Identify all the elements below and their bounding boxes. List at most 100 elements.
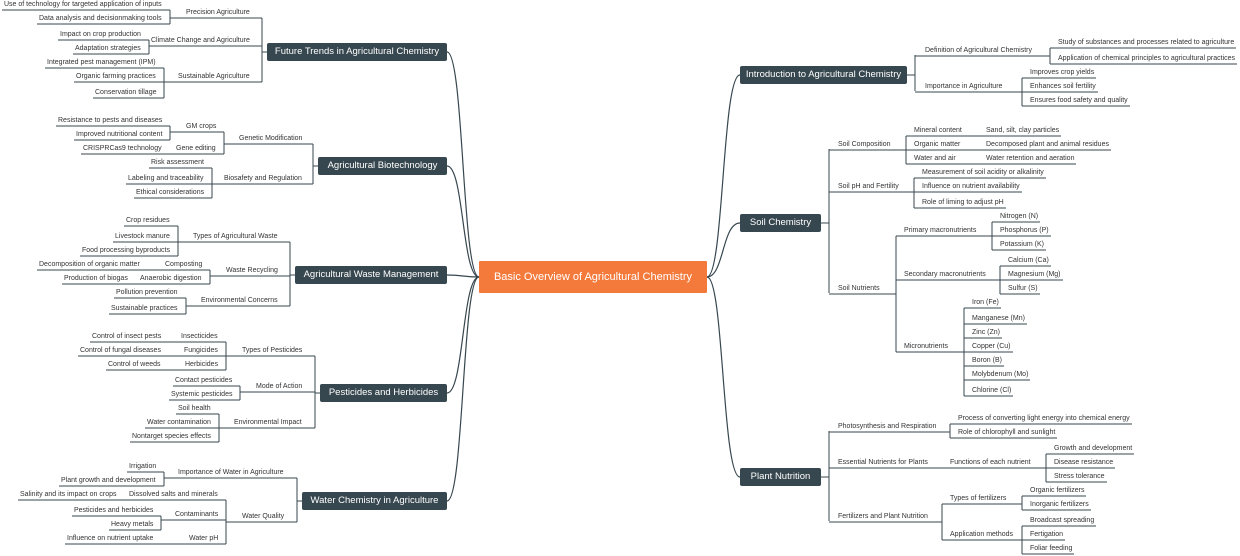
leaf-potassium-k[interactable]: Potassium (K) — [1000, 241, 1044, 248]
leaf-boron-b[interactable]: Boron (B) — [972, 357, 1002, 364]
leaf-copper-cu[interactable]: Copper (Cu) — [972, 343, 1011, 350]
subtopic-environmental-impact[interactable]: Environmental Impact — [234, 419, 302, 426]
leaf-risk-assessment[interactable]: Risk assessment — [151, 159, 204, 166]
leaf-pesticides-and-herbicides[interactable]: Pesticides and herbicides — [74, 507, 154, 514]
leaf-process-of-converting-light-energy-into-chemical-energy[interactable]: Process of converting light energy into … — [958, 415, 1130, 422]
leaf-sustainable-practices[interactable]: Sustainable practices — [111, 305, 178, 312]
subtopic-soil-composition[interactable]: Soil Composition — [838, 141, 891, 148]
leaf-organic-fertilizers[interactable]: Organic fertilizers — [1030, 487, 1085, 494]
branch-future-trends-in-agricultural-chemistry[interactable]: Future Trends in Agricultural Chemistry — [267, 43, 447, 61]
leaf-micronutrients[interactable]: Micronutrients — [904, 343, 948, 350]
branch-soil-chemistry[interactable]: Soil Chemistry — [740, 214, 821, 232]
subtopic-types-of-agricultural-waste[interactable]: Types of Agricultural Waste — [193, 233, 278, 240]
branch-introduction-to-agricultural-chemistry[interactable]: Introduction to Agricultural Chemistry — [740, 66, 907, 84]
subtopic-soil-ph-and-fertility[interactable]: Soil pH and Fertility — [838, 183, 899, 190]
leaf-control-of-fungal-diseases[interactable]: Control of fungal diseases — [80, 347, 161, 354]
leaf-gm-crops[interactable]: GM crops — [186, 123, 217, 130]
leaf-herbicides[interactable]: Herbicides — [185, 361, 219, 368]
leaf-iron-fe[interactable]: Iron (Fe) — [972, 299, 999, 306]
leaf-plant-growth-and-development[interactable]: Plant growth and development — [61, 477, 156, 484]
subtopic-precision-agriculture[interactable]: Precision Agriculture — [186, 9, 250, 16]
leaf-nitrogen-n[interactable]: Nitrogen (N) — [1000, 213, 1039, 220]
leaf-measurement-of-soil-acidity-or-alkalinity[interactable]: Measurement of soil acidity or alkalinit… — [922, 169, 1044, 176]
leaf-water-retention-and-aeration[interactable]: Water retention and aeration — [986, 155, 1075, 162]
leaf-resistance-to-pests-and-diseases[interactable]: Resistance to pests and diseases — [58, 117, 163, 124]
leaf-primary-macronutrients[interactable]: Primary macronutrients — [904, 227, 977, 234]
leaf-influence-on-nutrient-uptake[interactable]: Influence on nutrient uptake — [67, 535, 154, 542]
leaf-livestock-manure[interactable]: Livestock manure — [115, 233, 170, 240]
branch-agricultural-waste-management[interactable]: Agricultural Waste Management — [295, 266, 447, 284]
leaf-conservation-tillage[interactable]: Conservation tillage — [95, 89, 157, 96]
leaf-fungicides[interactable]: Fungicides — [184, 347, 218, 354]
subtopic-water-quality[interactable]: Water Quality — [242, 513, 285, 520]
leaf-application-of-chemical-principles-to-agricultural-practices[interactable]: Application of chemical principles to ag… — [1058, 55, 1236, 62]
leaf-inorganic-fertilizers[interactable]: Inorganic fertilizers — [1030, 501, 1089, 508]
subtopic-environmental-concerns[interactable]: Environmental Concerns — [201, 297, 278, 304]
leaf-ethical-considerations[interactable]: Ethical considerations — [136, 189, 205, 196]
leaf-use-of-technology-for-targeted-application-of-inputs[interactable]: Use of technology for targeted applicati… — [4, 1, 162, 8]
leaf-crop-residues[interactable]: Crop residues — [126, 217, 170, 224]
leaf-types-of-fertilizers[interactable]: Types of fertilizers — [950, 495, 1007, 502]
leaf-control-of-insect-pests[interactable]: Control of insect pests — [92, 333, 162, 340]
subtopic-mode-of-action[interactable]: Mode of Action — [256, 383, 303, 390]
leaf-role-of-chlorophyll-and-sunlight[interactable]: Role of chlorophyll and sunlight — [958, 429, 1056, 436]
leaf-crisprcas9-technology[interactable]: CRISPRCas9 technology — [83, 145, 162, 152]
leaf-mineral-content[interactable]: Mineral content — [914, 127, 962, 134]
leaf-improves-crop-yields[interactable]: Improves crop yields — [1030, 69, 1095, 76]
subtopic-fertilizers-and-plant-nutrition[interactable]: Fertilizers and Plant Nutrition — [838, 513, 928, 520]
leaf-molybdenum-mo[interactable]: Molybdenum (Mo) — [972, 371, 1029, 378]
leaf-composting[interactable]: Composting — [165, 261, 203, 268]
leaf-data-analysis-and-decisionmaking-tools[interactable]: Data analysis and decisionmaking tools — [39, 15, 162, 22]
leaf-improved-nutritional-content[interactable]: Improved nutritional content — [76, 131, 163, 138]
leaf-impact-on-crop-production[interactable]: Impact on crop production — [60, 31, 141, 38]
subtopic-importance-in-agriculture[interactable]: Importance in Agriculture — [925, 83, 1003, 90]
leaf-broadcast-spreading[interactable]: Broadcast spreading — [1030, 517, 1095, 524]
leaf-stress-tolerance[interactable]: Stress tolerance — [1054, 473, 1105, 480]
leaf-food-processing-byproducts[interactable]: Food processing byproducts — [82, 247, 170, 254]
leaf-salinity-and-its-impact-on-crops[interactable]: Salinity and its impact on crops — [20, 491, 117, 498]
leaf-pollution-prevention[interactable]: Pollution prevention — [116, 289, 178, 296]
leaf-nontarget-species-effects[interactable]: Nontarget species effects — [132, 433, 211, 440]
leaf-contaminants[interactable]: Contaminants — [175, 511, 219, 518]
leaf-organic-farming-practices[interactable]: Organic farming practices — [76, 73, 156, 80]
leaf-anaerobic-digestion[interactable]: Anaerobic digestion — [140, 275, 202, 282]
leaf-growth-and-development[interactable]: Growth and development — [1054, 445, 1133, 452]
subtopic-definition-of-agricultural-chemistry[interactable]: Definition of Agricultural Chemistry — [925, 47, 1032, 54]
leaf-phosphorus-p[interactable]: Phosphorus (P) — [1000, 227, 1049, 234]
leaf-secondary-macronutrients[interactable]: Secondary macronutrients — [904, 271, 986, 278]
leaf-decomposed-plant-and-animal-residues[interactable]: Decomposed plant and animal residues — [986, 141, 1109, 148]
subtopic-biosafety-and-regulation[interactable]: Biosafety and Regulation — [224, 175, 302, 182]
subtopic-types-of-pesticides[interactable]: Types of Pesticides — [242, 347, 303, 354]
leaf-magnesium-mg[interactable]: Magnesium (Mg) — [1008, 271, 1061, 278]
subtopic-photosynthesis-and-respiration[interactable]: Photosynthesis and Respiration — [838, 423, 937, 430]
leaf-water-contamination[interactable]: Water contamination — [147, 419, 211, 426]
leaf-sand-silt-clay-particles[interactable]: Sand, silt, clay particles — [986, 127, 1060, 134]
leaf-application-methods[interactable]: Application methods — [950, 531, 1014, 538]
leaf-enhances-soil-fertility[interactable]: Enhances soil fertility — [1030, 83, 1096, 90]
leaf-systemic-pesticides[interactable]: Systemic pesticides — [171, 391, 233, 398]
subtopic-climate-change-and-agriculture[interactable]: Climate Change and Agriculture — [151, 37, 250, 44]
leaf-foliar-feeding[interactable]: Foliar feeding — [1030, 545, 1073, 552]
subtopic-genetic-modification[interactable]: Genetic Modification — [239, 135, 303, 142]
leaf-water-ph[interactable]: Water pH — [189, 535, 219, 542]
leaf-contact-pesticides[interactable]: Contact pesticides — [175, 377, 233, 384]
leaf-organic-matter[interactable]: Organic matter — [914, 141, 961, 148]
subtopic-essential-nutrients-for-plants[interactable]: Essential Nutrients for Plants — [838, 459, 928, 466]
leaf-irrigation[interactable]: Irrigation — [129, 463, 157, 470]
leaf-insecticides[interactable]: Insecticides — [181, 333, 218, 340]
branch-agricultural-biotechnology[interactable]: Agricultural Biotechnology — [318, 157, 447, 175]
subtopic-soil-nutrients[interactable]: Soil Nutrients — [838, 285, 880, 292]
leaf-calcium-ca[interactable]: Calcium (Ca) — [1008, 257, 1049, 264]
leaf-disease-resistance[interactable]: Disease resistance — [1054, 459, 1114, 466]
leaf-influence-on-nutrient-availability[interactable]: Influence on nutrient availability — [922, 183, 1020, 190]
subtopic-waste-recycling[interactable]: Waste Recycling — [226, 267, 278, 274]
leaf-manganese-mn[interactable]: Manganese (Mn) — [972, 315, 1025, 322]
leaf-ensures-food-safety-and-quality[interactable]: Ensures food safety and quality — [1030, 97, 1128, 104]
leaf-chlorine-cl[interactable]: Chlorine (Cl) — [972, 387, 1012, 394]
leaf-decomposition-of-organic-matter[interactable]: Decomposition of organic matter — [39, 261, 140, 268]
branch-plant-nutrition[interactable]: Plant Nutrition — [740, 468, 821, 486]
leaf-dissolved-salts-and-minerals[interactable]: Dissolved salts and minerals — [129, 491, 218, 498]
leaf-water-and-air[interactable]: Water and air — [914, 155, 956, 162]
leaf-functions-of-each-nutrient[interactable]: Functions of each nutrient — [950, 459, 1031, 466]
leaf-role-of-liming-to-adjust-ph[interactable]: Role of liming to adjust pH — [922, 199, 1004, 206]
